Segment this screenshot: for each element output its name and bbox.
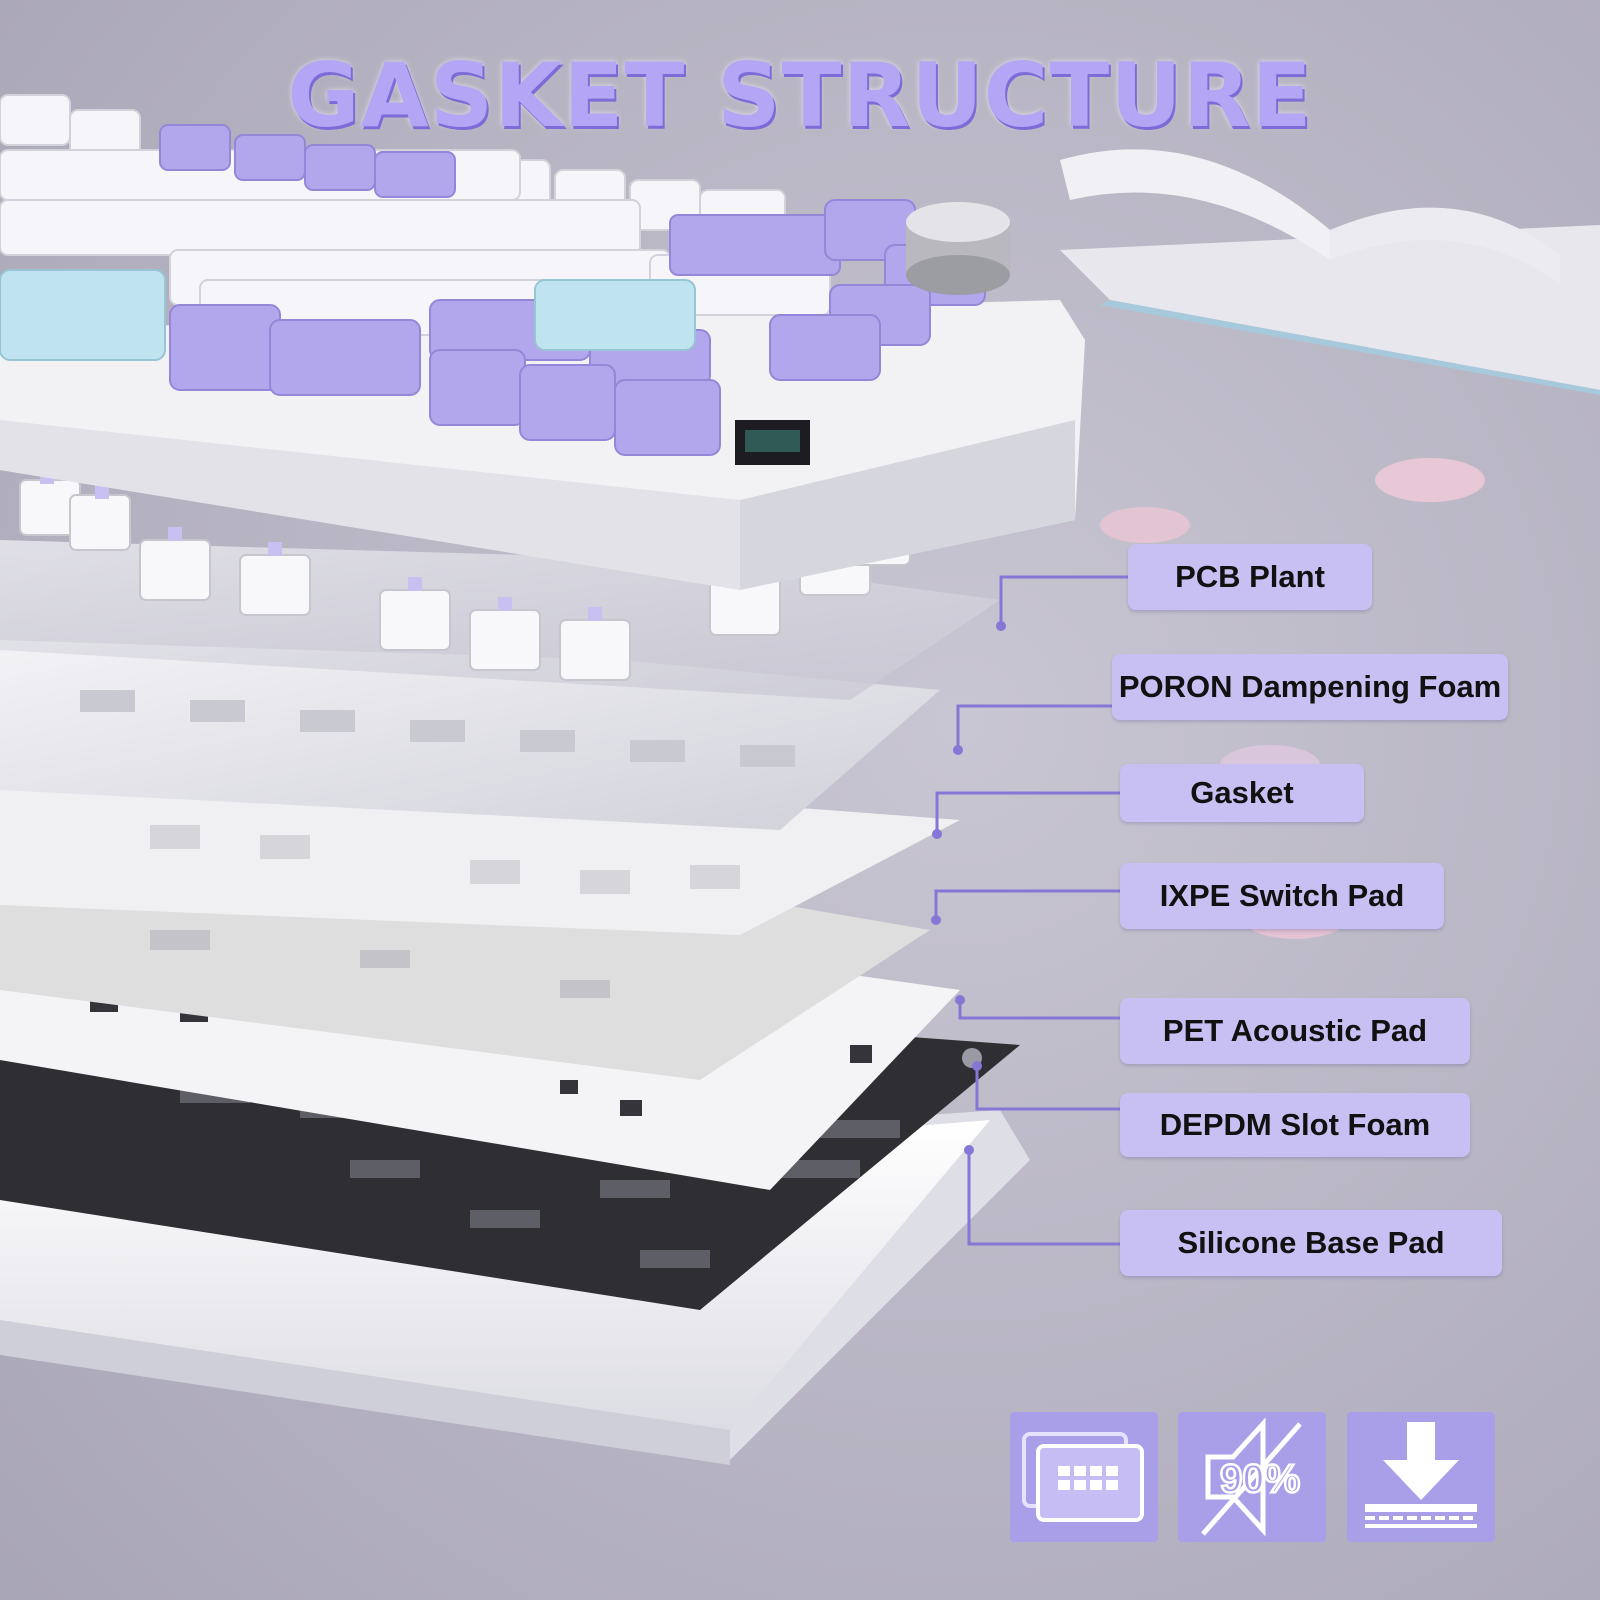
top-case-keycaps <box>0 94 1085 590</box>
press-down-icon <box>1365 1422 1477 1528</box>
sound-reduction-text: 90% <box>1220 1457 1300 1501</box>
layer-label-ixpe-switch-pad: IXPE Switch Pad <box>1120 863 1444 929</box>
layer-label-gasket: Gasket <box>1120 764 1364 822</box>
leader-lines <box>934 575 1128 1246</box>
petal-decoration <box>1375 458 1485 502</box>
keyboard-layers-icon <box>1022 1432 1144 1522</box>
badge-keyboard-layers <box>1010 1412 1158 1542</box>
leader-dots <box>931 621 1006 1155</box>
badge-sound-reduction: 90% <box>1178 1412 1326 1542</box>
layer-label-depdm-slot-foam: DEPDM Slot Foam <box>1120 1093 1470 1157</box>
layer-label-poron-dampening-foam: PORON Dampening Foam <box>1112 654 1508 720</box>
page-title: GASKET STRUCTURE <box>287 44 1313 147</box>
layer-label-pcb-plant: PCB Plant <box>1128 544 1372 610</box>
open-book <box>1060 149 1600 395</box>
layer-label-pet-acoustic-pad: PET Acoustic Pad <box>1120 998 1470 1064</box>
badge-press-down <box>1347 1412 1495 1542</box>
sound-reduction-icon: 90% <box>1201 1417 1302 1537</box>
petal-decoration <box>1100 507 1190 543</box>
layer-label-silicone-base-pad: Silicone Base Pad <box>1120 1210 1502 1276</box>
